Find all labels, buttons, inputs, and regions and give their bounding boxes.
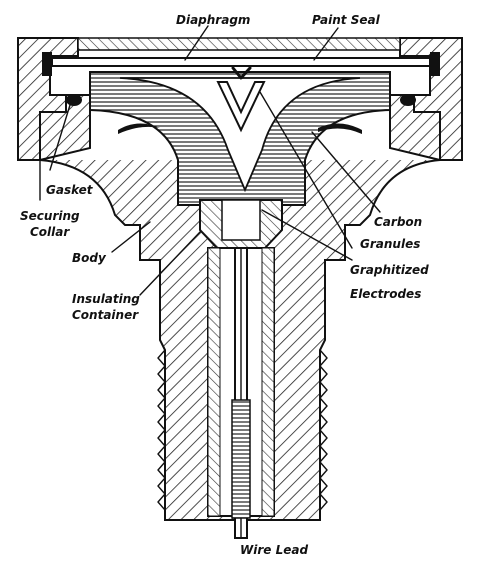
leader-lines [39, 25, 381, 296]
label-graphitized: Graphitized [350, 263, 429, 277]
gasket-right [400, 94, 416, 106]
thread-right [319, 349, 328, 511]
thread-left [157, 349, 166, 511]
label-body: Body [72, 251, 107, 265]
wire-solder [231, 399, 251, 519]
label-paint-seal: Paint Seal [312, 13, 381, 27]
insulating-sleeve-left [207, 247, 221, 517]
label-electrodes: Electrodes [350, 287, 421, 301]
gasket-crescent-left [118, 123, 160, 134]
gasket-left [66, 94, 82, 106]
back-electrode-core [221, 199, 261, 241]
label-securing: Securing [20, 209, 80, 223]
label-carbon: Carbon [374, 215, 422, 229]
front-electrode [216, 81, 266, 133]
gasket-crescent-right [318, 123, 362, 134]
paint-seal-left [42, 52, 52, 76]
electrode-mark [231, 66, 252, 80]
label-collar: Collar [30, 225, 70, 239]
label-granules: Granules [360, 237, 420, 251]
label-gasket: Gasket [46, 183, 94, 197]
label-container: Container [72, 308, 139, 322]
label-wire-lead: Wire Lead [240, 543, 308, 557]
insulating-sleeve-right [261, 247, 275, 517]
label-diaphragm: Diaphragm [176, 13, 250, 27]
paint-seal-right [430, 52, 440, 76]
label-insulating: Insulating [72, 292, 140, 306]
diaphragm [51, 57, 431, 67]
collar-top-lip [77, 37, 401, 51]
carbon-granules-chamber [119, 77, 361, 193]
